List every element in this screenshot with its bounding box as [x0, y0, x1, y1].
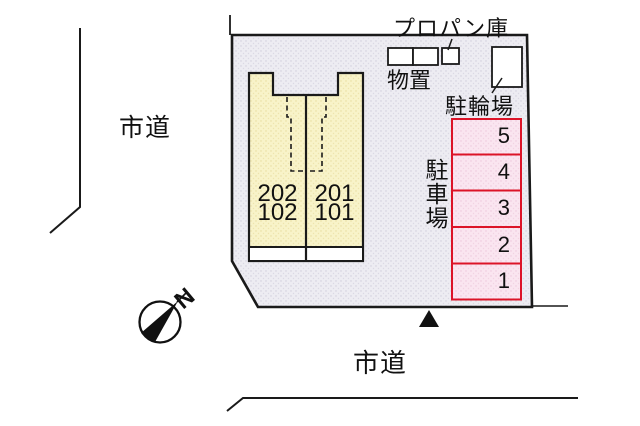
- parking-space-5: [451, 118, 522, 156]
- bicycle-leader-line: [491, 77, 503, 94]
- building-unit-left: 202 102: [249, 180, 306, 226]
- propane-store-label: プロパン庫: [393, 16, 510, 41]
- shed-box-2: [412, 47, 439, 66]
- parking-space-1: [451, 262, 522, 301]
- shed-label: 物置: [387, 68, 432, 93]
- unit-left-upper-number: 202: [257, 180, 298, 207]
- bicycle-parking-box: [491, 46, 523, 88]
- parking-space-number-5: 5: [497, 123, 510, 148]
- unit-left-lower-number: 102: [257, 199, 298, 226]
- road-left-boundary-line: [49, 28, 81, 234]
- parking-space-number-1: 1: [497, 268, 510, 293]
- road-bottom-label: 市道: [353, 348, 408, 378]
- bicycle-parking-label: 駐輪場: [445, 94, 515, 119]
- parking-space-number-3: 3: [497, 195, 510, 220]
- unit-right-lower-number: 101: [314, 199, 355, 226]
- road-left-label: 市道: [119, 114, 172, 142]
- road-bottom-boundary-line: [226, 397, 578, 412]
- parking-space-number-2: 2: [497, 232, 510, 257]
- propane-leader-line: [447, 38, 453, 51]
- compass-north-icon: N: [138, 283, 200, 344]
- stairwell-dashed-right: [308, 97, 327, 172]
- entrance-marker-icon: [419, 310, 439, 327]
- car-parking-label: 駐車場: [422, 158, 448, 230]
- stairwell-dashed-left: [286, 97, 305, 172]
- propane-store-box: [441, 47, 460, 65]
- parking-space-number-4: 4: [497, 159, 510, 184]
- building-unit-right: 201 101: [306, 180, 363, 226]
- unit-right-upper-number: 201: [314, 180, 355, 207]
